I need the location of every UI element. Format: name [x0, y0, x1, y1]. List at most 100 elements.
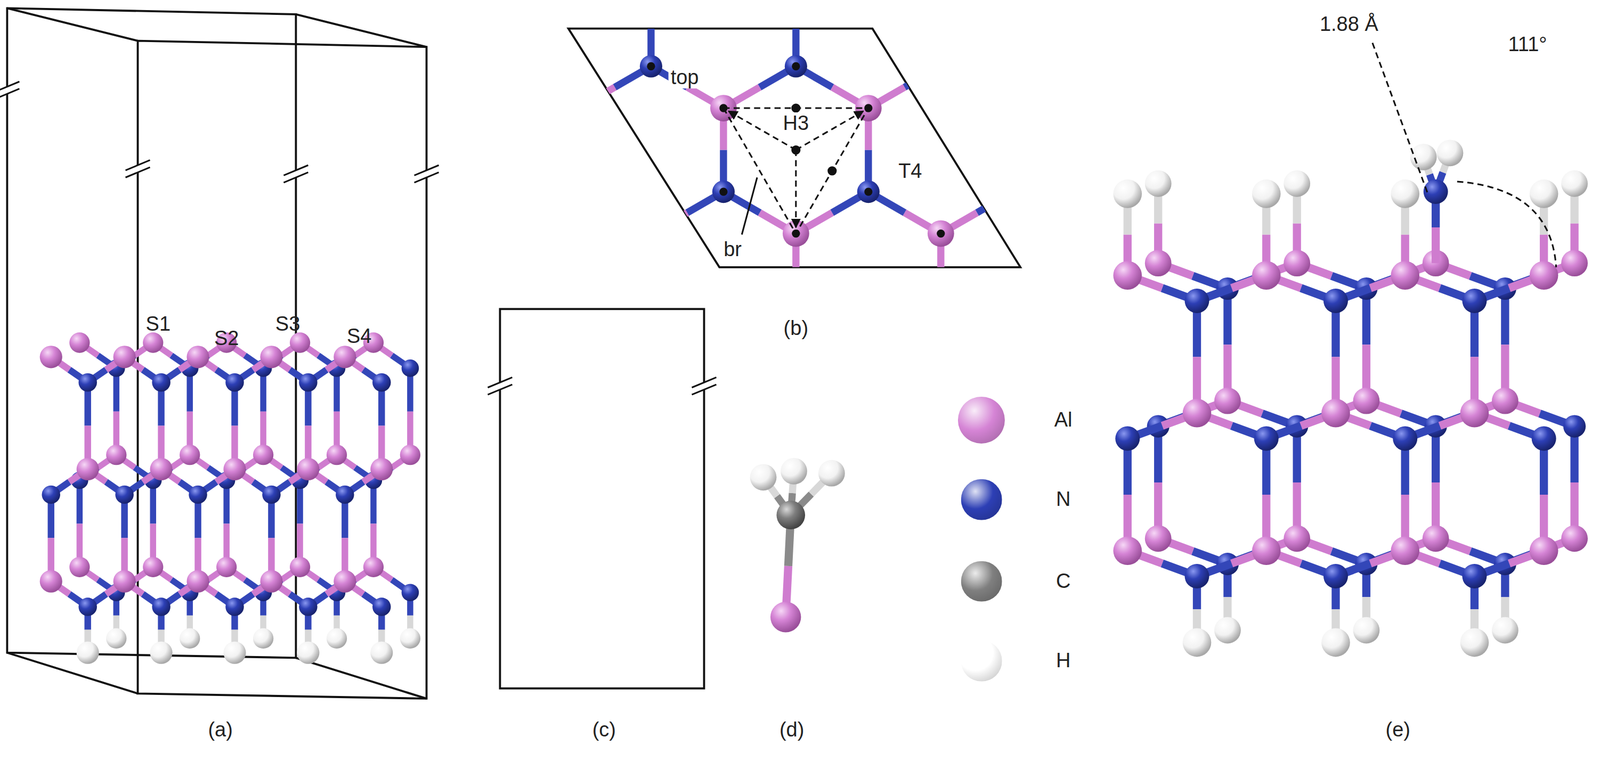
atom: [857, 431, 880, 454]
bond: [1013, 87, 1050, 109]
atom: [1144, 525, 1172, 552]
site-guides: [723, 108, 869, 234]
atom: [1289, 596, 1317, 624]
atom: [565, 345, 592, 373]
atom: [1410, 143, 1437, 171]
atom: [420, 94, 448, 122]
site-dot: [501, 564, 510, 573]
site-dot: [501, 313, 510, 322]
bond: [433, 589, 470, 611]
site-dot: [429, 439, 438, 448]
bond: [937, 275, 945, 318]
site-dot: [1009, 439, 1018, 448]
bond-length-leader: [1372, 42, 1429, 196]
atom: [69, 557, 90, 578]
bond: [792, 275, 800, 318]
site-dot: [356, 564, 365, 573]
site-dot: [574, 103, 583, 112]
bond: [1484, 463, 1521, 485]
bond: [1049, 463, 1086, 485]
atom: [637, 471, 665, 499]
atom: [186, 570, 209, 594]
site-dot: [284, 355, 293, 364]
site-dot: [936, 564, 945, 573]
site-dot: [1298, 103, 1307, 112]
atom: [347, 471, 375, 499]
site-dot: [429, 187, 438, 196]
site-label: H3: [781, 112, 812, 135]
site-label: S1: [145, 313, 171, 336]
surface-cell: [568, 28, 1021, 268]
bond: [107, 87, 144, 109]
atom: [401, 359, 420, 378]
site-dot: [1371, 480, 1380, 489]
bond: [1516, 484, 1524, 527]
atom: [1321, 628, 1351, 658]
atom: [710, 596, 737, 624]
bond: [1227, 0, 1234, 25]
site-dot: [646, 480, 655, 489]
atom: [1507, 220, 1534, 248]
bond: [832, 442, 869, 464]
bond: [1085, 317, 1123, 339]
bond: [614, 317, 652, 339]
atom: [422, 431, 445, 454]
atom: [205, 306, 228, 329]
site-dot: [429, 606, 438, 615]
atom: [253, 628, 274, 649]
atom: [712, 431, 735, 454]
site-label: S4: [346, 325, 372, 348]
bond: [1303, 87, 1340, 109]
site-dot: [936, 313, 945, 322]
atom: [1323, 564, 1348, 589]
atom: [1283, 525, 1311, 552]
break-marks: [0, 81, 717, 395]
atom: [113, 345, 136, 369]
bond: [216, 66, 253, 88]
atom: [1184, 564, 1210, 589]
atom: [115, 485, 134, 505]
bond: [1266, 589, 1304, 611]
atom: [1074, 306, 1098, 329]
bond: [1009, 359, 1017, 402]
bond: [1339, 463, 1376, 485]
bond: [574, 108, 582, 151]
site-label: S3: [275, 313, 300, 336]
atom: [1000, 94, 1027, 122]
bond: [212, 24, 220, 67]
atom: [1390, 261, 1420, 290]
atom: [1113, 261, 1142, 290]
bond: [397, 589, 434, 611]
site-dot: [1009, 187, 1018, 196]
atom: [492, 471, 520, 499]
legend-swatch: [961, 640, 1003, 682]
bond: [1227, 24, 1234, 67]
atom: [262, 485, 281, 505]
atom: [1113, 536, 1142, 566]
bond: [1556, 338, 1594, 360]
bond: [864, 359, 872, 402]
site-dot: [1371, 313, 1380, 322]
site-dot: [284, 103, 293, 112]
bond: [1085, 568, 1123, 590]
bond: [1556, 589, 1594, 611]
break-gap: [691, 377, 717, 396]
bond: [578, 442, 615, 464]
site-dot: [1371, 62, 1380, 71]
bond: [1339, 66, 1376, 88]
bond: [1082, 0, 1090, 25]
bond: [252, 87, 289, 109]
atom: [260, 345, 283, 369]
atom: [1462, 564, 1487, 589]
site-dot: [212, 229, 221, 238]
bond: [977, 191, 1014, 213]
site-dot: [1009, 103, 1018, 112]
site-dot: [501, 62, 510, 71]
bond: [1158, 338, 1195, 360]
atom: [370, 458, 393, 481]
site-dot: [574, 439, 583, 448]
bond: [502, 24, 510, 67]
bond: [578, 589, 615, 611]
bond: [1122, 338, 1159, 360]
bond: [1411, 87, 1449, 109]
